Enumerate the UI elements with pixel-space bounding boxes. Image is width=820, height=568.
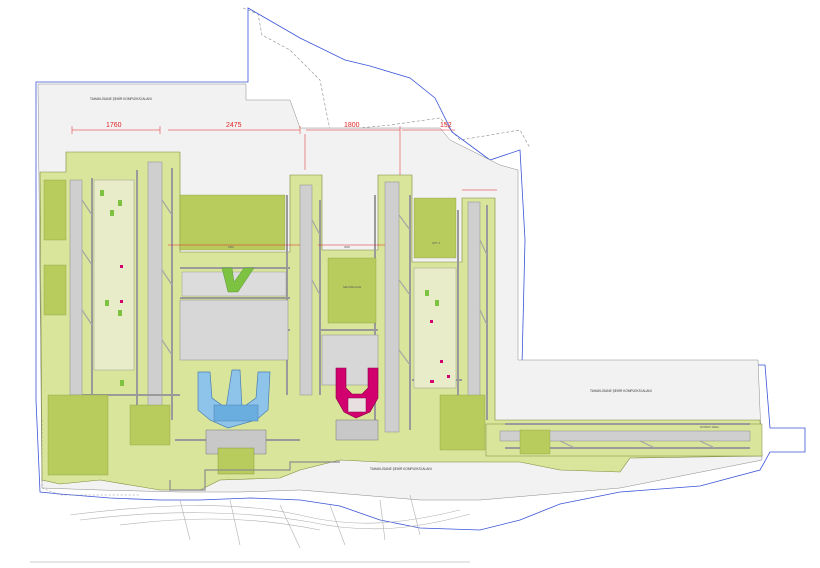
apron-label-b: 3000 [344,245,350,249]
dimension-1800: 1800 [344,122,360,129]
access-road [169,461,340,491]
runway-1 [69,179,83,396]
runway-label: RUNWAY AREA [700,425,719,429]
dimension-lines [71,126,497,246]
building-details [120,265,450,383]
dimension-2475: 2475 [226,122,242,129]
zone-label-top: TAHAKLİSANE ŞEHİR KOMPLEKSİ ALANI [90,96,152,101]
zone-label-right: TAHAKLİSANE ŞEHİR KOMPLEKSİ ALANI [590,388,652,393]
site-boundary [35,7,806,531]
green-fields [43,179,551,476]
zone-label-bottom: TAHAKLİSANE ŞEHİR KOMPLEKSİ ALANI [370,466,432,471]
terminal-forecourt-green [221,267,255,293]
apron-cargo [93,179,135,371]
terminal-2 [335,367,379,441]
green-structures [100,190,439,386]
runway-5 [467,201,481,421]
terminal-2-building [335,367,379,419]
apron-east [413,267,457,389]
dimension-1760: 1760 [106,122,122,129]
runway-4 [384,181,400,433]
apron-label-a: 1800 [228,245,234,249]
terminal-2-landside [335,419,379,441]
rapid-exit-taxiways [81,199,716,449]
apron-label-c: OPT. 3 [432,241,440,245]
apron-west [179,299,289,361]
runway-east [499,430,751,442]
terminal-1 [197,369,271,475]
landside-roads [69,494,471,549]
runway-3 [299,184,313,396]
zone-label-center: SECURE ALAN [343,285,361,289]
apron-central [321,334,379,386]
terminal-2-core [347,397,367,413]
runway-2 [147,161,163,423]
lower-boundaries [41,420,140,496]
terminal-1-pier-base [213,404,259,422]
dimension-152: 152 [440,122,452,129]
